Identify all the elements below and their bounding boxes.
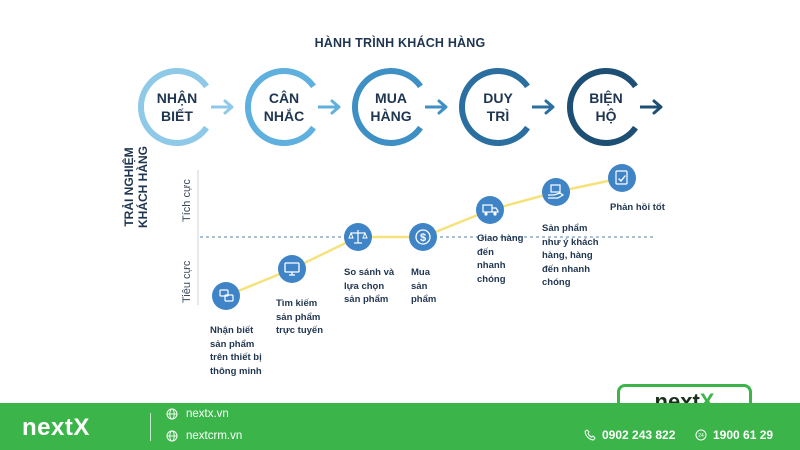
stage-label-5-line-1: BIỆN bbox=[589, 90, 623, 106]
axis-main-line1: TRẢI NGHIỆM bbox=[122, 147, 136, 227]
journey-node-2 bbox=[278, 255, 306, 283]
journey-node-7 bbox=[608, 164, 636, 192]
step-label-5-line-3: nhanh bbox=[477, 260, 506, 271]
stage-arrow-head-1 bbox=[223, 99, 234, 115]
stage-label-4-line-2: TRÌ bbox=[486, 108, 510, 124]
step-label-3: So sánh và lựa chọn sản phẩm bbox=[344, 266, 394, 307]
stage-label-3-line-1: MUA bbox=[375, 90, 407, 106]
svg-text:24: 24 bbox=[698, 433, 704, 439]
step-label-3-line-1: So sánh và bbox=[344, 267, 395, 278]
stage-ring-4 bbox=[459, 68, 530, 146]
delivery-truck-icon bbox=[482, 204, 499, 216]
axis-positive-label: Tích cực bbox=[181, 179, 193, 222]
step-label-6-line-5: chóng bbox=[542, 277, 571, 288]
footer-bar: nextX bbox=[0, 403, 800, 450]
step-label-4-line-2: sản bbox=[411, 280, 428, 292]
thumbs-up-icon bbox=[615, 170, 628, 185]
stage-arrow-head-2 bbox=[330, 99, 341, 115]
stage-label-3: MUA HÀNG bbox=[346, 89, 436, 125]
stage-label-5: BIỆN HỘ bbox=[561, 89, 651, 125]
axis-negative-label: Tiêu cực bbox=[181, 260, 193, 303]
stage-label-2-line-1: CÂN bbox=[268, 90, 300, 106]
diagram-title: HÀNH TRÌNH KHÁCH HÀNG bbox=[314, 36, 486, 50]
chat-bubbles-icon bbox=[219, 289, 234, 302]
step-label-5-line-4: chóng bbox=[477, 273, 506, 285]
stage-arrow-head-3 bbox=[437, 99, 448, 115]
footer-phone-1[interactable]: 0902 243 822 bbox=[584, 427, 675, 443]
footer-brand-logo: nextX bbox=[22, 414, 90, 442]
footer-phone-2[interactable]: 24 1900 61 29 bbox=[695, 427, 773, 443]
journey-node-5 bbox=[476, 196, 504, 224]
hotline-icon: 24 bbox=[695, 429, 707, 441]
footer-site-2[interactable]: nextcrm.vn bbox=[166, 428, 242, 444]
step-label-6-line-1: Sản phẩm bbox=[542, 223, 588, 234]
step-label-2: Tìm kiếm sản phẩm trực tuyến bbox=[276, 297, 323, 338]
step-label-4-line-3: phẩm bbox=[411, 294, 437, 305]
footer-site-1[interactable]: nextx.vn bbox=[166, 406, 229, 422]
stage-ring-1 bbox=[138, 68, 209, 146]
footer-brand-x: X bbox=[73, 414, 90, 441]
stage-label-4: DUY TRÌ bbox=[453, 89, 543, 125]
stage-ring-5 bbox=[567, 68, 638, 146]
stage-label-4-line-1: DUY bbox=[483, 90, 513, 106]
step-label-5-line-2: đến bbox=[477, 246, 494, 258]
package-hand-icon bbox=[548, 184, 565, 199]
axis-main-line2: KHÁCH HÀNG bbox=[136, 146, 150, 228]
step-label-5: Giao hàng đến nhanh chóng bbox=[477, 232, 523, 286]
step-label-3-line-3: sản phẩm bbox=[344, 294, 389, 305]
step-label-2-line-1: Tìm kiếm bbox=[276, 298, 318, 309]
step-label-1-line-3: trên thiết bị bbox=[210, 352, 262, 363]
stage-label-2: CÂN NHẮC bbox=[239, 89, 329, 125]
axis-main-label: TRẢI NGHIỆM KHÁCH HÀNG bbox=[122, 112, 150, 262]
step-label-3-line-2: lựa chọn bbox=[344, 280, 385, 292]
step-label-6-line-2: như ý khách bbox=[542, 236, 599, 248]
globe-icon bbox=[166, 430, 178, 442]
step-label-1: Nhận biết sản phẩm trên thiết bị thông minh bbox=[210, 324, 262, 378]
stage-label-1: NHẬN BIẾT bbox=[132, 89, 222, 125]
footer-site-2-text: nextcrm.vn bbox=[186, 430, 243, 442]
stage-ring-2 bbox=[245, 68, 316, 146]
balance-scale-icon bbox=[348, 230, 368, 244]
footer-site-1-text: nextx.vn bbox=[186, 408, 229, 420]
step-label-2-line-2: sản phẩm bbox=[276, 311, 321, 323]
step-label-5-line-1: Giao hàng bbox=[477, 233, 524, 244]
step-label-7: Phản hồi tốt bbox=[610, 201, 665, 215]
stage-label-1-line-2: BIẾT bbox=[161, 108, 193, 124]
journey-node-4 bbox=[409, 223, 437, 251]
stage-label-5-line-2: HỘ bbox=[595, 108, 617, 124]
step-label-2-line-3: trực tuyến bbox=[276, 325, 323, 336]
stage-arrow-head-5 bbox=[652, 99, 663, 115]
step-label-7-line-1: Phản hồi tốt bbox=[610, 202, 665, 213]
step-label-6-line-4: đến nhanh bbox=[542, 263, 591, 275]
svg-text:$: $ bbox=[420, 232, 426, 244]
stage-arrow-head-4 bbox=[544, 99, 555, 115]
step-label-1-line-1: Nhận biết bbox=[210, 325, 254, 336]
footer-phone-1-text: 0902 243 822 bbox=[602, 428, 676, 442]
step-label-1-line-2: sản phẩm bbox=[210, 338, 255, 350]
monitor-icon bbox=[284, 262, 300, 276]
step-label-6-line-3: hàng, hàng bbox=[542, 250, 593, 261]
step-label-4: Mua sản phẩm bbox=[411, 266, 436, 307]
step-label-4-line-1: Mua bbox=[411, 267, 430, 278]
phone-icon bbox=[584, 429, 596, 441]
globe-icon bbox=[166, 408, 178, 420]
stage-label-1-line-1: NHẬN bbox=[156, 90, 198, 106]
stage-label-3-line-2: HÀNG bbox=[370, 108, 412, 124]
stage-ring-3 bbox=[352, 68, 423, 146]
footer-divider bbox=[150, 413, 151, 441]
stage-label-2-line-2: NHẮC bbox=[263, 108, 305, 124]
dollar-icon: $ bbox=[415, 229, 431, 245]
step-label-1-line-4: thông minh bbox=[210, 365, 262, 377]
footer-phone-2-text: 1900 61 29 bbox=[713, 428, 774, 442]
step-label-6: Sản phẩm như ý khách hàng, hàng đến nhanh ch… bbox=[542, 222, 599, 290]
footer-brand-main: next bbox=[22, 414, 74, 441]
